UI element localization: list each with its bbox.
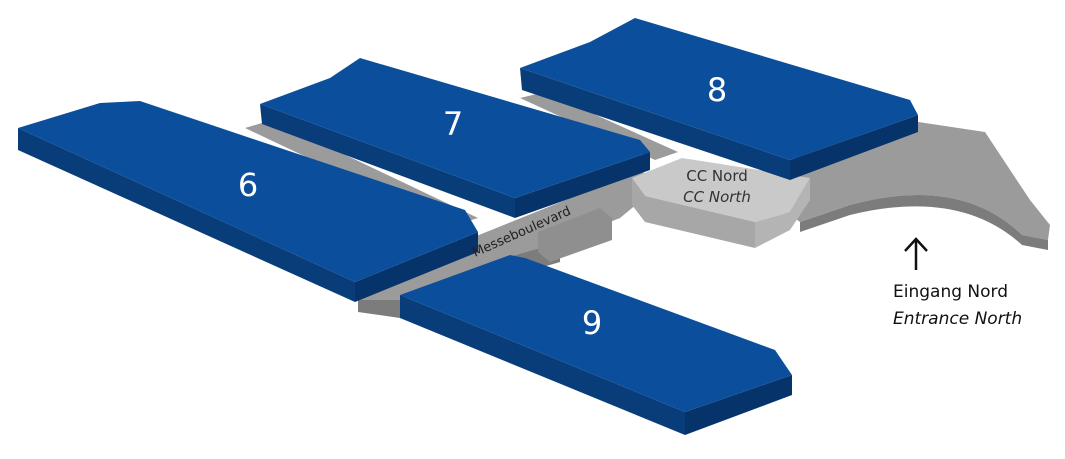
cc-nord-side-front (645, 196, 755, 248)
road-step-block (538, 208, 612, 262)
hall-9-side (400, 295, 685, 435)
messeboulevard-road-side (358, 300, 400, 318)
hall-8-side-right (790, 115, 918, 180)
entrance-plaza-side (800, 195, 1048, 250)
hall-7[interactable]: 7 (260, 58, 650, 218)
cc-nord-top (632, 158, 810, 222)
hall-7-number: 7 (443, 105, 463, 143)
hall-8-number: 8 (707, 71, 727, 109)
cc-nord-side-right (755, 178, 810, 248)
cc-nord-building[interactable]: CC Nord CC North (632, 158, 810, 248)
hall-8-top (520, 18, 918, 160)
arrow-up-icon (904, 237, 928, 270)
hall-7-top (260, 58, 650, 198)
hall-7-side (260, 104, 515, 218)
hall-6-top (18, 101, 478, 282)
hall-6[interactable]: 6 (18, 101, 478, 302)
hall-9-top (400, 255, 792, 412)
cc-nord-side-left (632, 178, 645, 222)
hall-8[interactable]: 8 (520, 18, 918, 180)
hall-9-side-right (685, 375, 792, 435)
hall-9-number: 9 (582, 304, 602, 342)
hall-6-number: 6 (238, 166, 258, 204)
hall-6-side-right (355, 232, 478, 302)
entrance-label-en: Entrance North (893, 309, 1022, 329)
cc-nord-label-en: CC North (683, 188, 751, 206)
cc-nord-label-de: CC Nord (686, 167, 748, 185)
hall-9[interactable]: 9 (400, 255, 792, 435)
hall-6-side (18, 128, 355, 302)
entrance-north[interactable]: Eingang Nord Entrance North (893, 237, 1022, 329)
entrance-label-de: Eingang Nord (893, 282, 1008, 302)
hall-7-side-right (515, 152, 650, 218)
hall-8-side (520, 68, 790, 180)
